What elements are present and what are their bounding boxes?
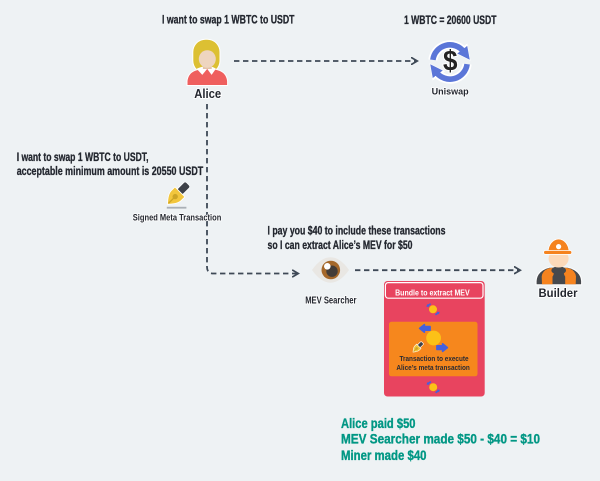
svg-text:$: $	[443, 46, 458, 78]
svg-text:Alice’s meta transaction: Alice’s meta transaction	[396, 363, 469, 372]
svg-text:acceptable minimum amount is 2: acceptable minimum amount is 20550 USDT	[17, 164, 204, 178]
svg-text:Uniswap: Uniswap	[432, 87, 469, 97]
svg-text:I pay you $40 to include these: I pay you $40 to include these transacti…	[268, 225, 446, 238]
svg-text:so I can extract Alice’s MEV f: so I can extract Alice’s MEV for $50	[268, 239, 413, 252]
svg-text:MEV Searcher made $50 - $40 =: MEV Searcher made $50 - $40 = $10	[341, 432, 540, 447]
svg-text:Miner made $40: Miner made $40	[341, 448, 427, 463]
svg-text:I want to swap 1 WBTC to USDT,: I want to swap 1 WBTC to USDT,	[17, 150, 149, 164]
svg-text:Alice paid $50: Alice paid $50	[341, 416, 416, 431]
svg-text:Transaction to execute: Transaction to execute	[400, 354, 469, 363]
svg-text:Bundle to extract MEV: Bundle to extract MEV	[395, 288, 470, 298]
svg-text:Signed Meta Transaction: Signed Meta Transaction	[133, 213, 222, 223]
svg-text:MEV Searcher: MEV Searcher	[305, 296, 356, 307]
svg-text:I want to swap 1 WBTC to USDT: I want to swap 1 WBTC to USDT	[162, 13, 295, 27]
svg-text:Alice: Alice	[194, 87, 221, 101]
svg-text:Builder: Builder	[539, 286, 578, 300]
svg-text:1 WBTC = 20600 USDT: 1 WBTC = 20600 USDT	[404, 13, 497, 27]
